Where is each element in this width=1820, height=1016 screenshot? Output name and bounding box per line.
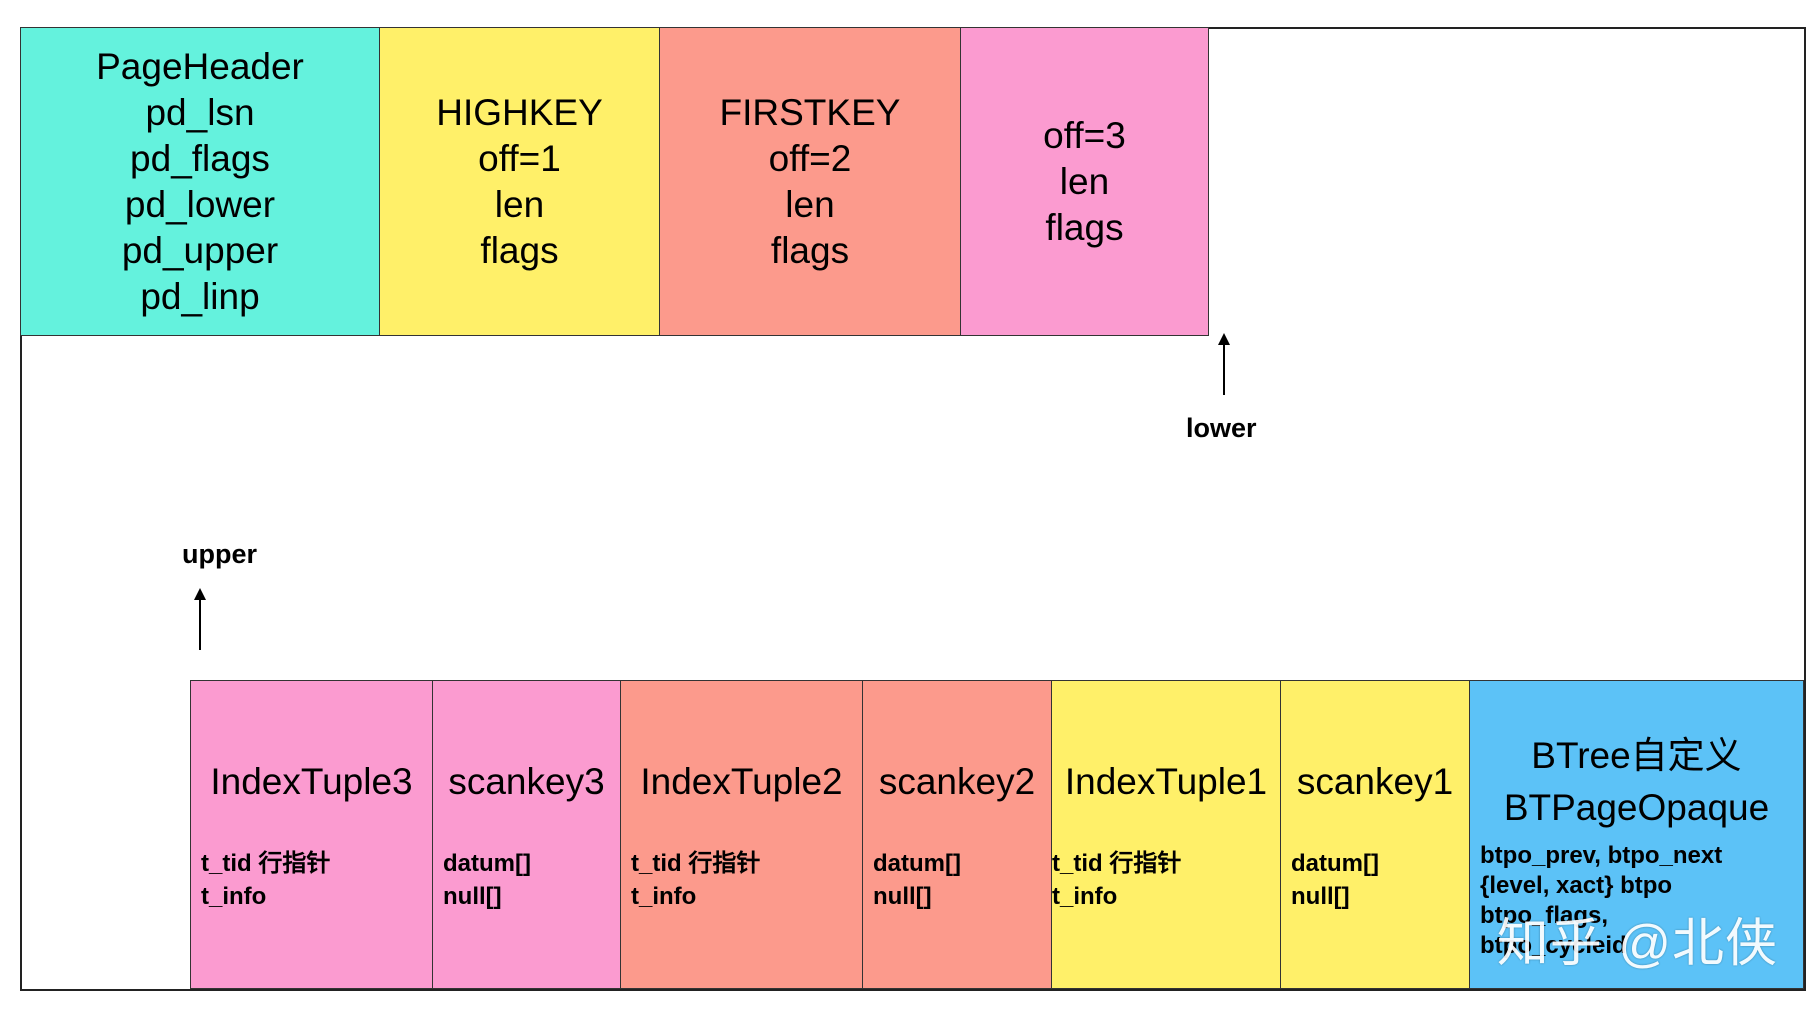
datum-label: datum[]	[1291, 850, 1379, 877]
index-tuple3-fields: t_tid 行指针 t_info	[201, 847, 428, 913]
firstkey-cell: FIRSTKEY off=2 len flags	[659, 27, 961, 336]
index-tuple2-fields: t_tid 行指针 t_info	[631, 847, 858, 913]
null-label: null[]	[873, 883, 932, 910]
upper-label: upper	[182, 539, 258, 569]
pd-upper-label: pd_upper	[121, 229, 279, 271]
scankey3-cell: scankey3 datum[] null[]	[432, 680, 621, 989]
scankey2-fields: datum[] null[]	[873, 847, 1047, 913]
btpage-opaque-title: BTPageOpaque	[1503, 787, 1770, 828]
lower-label: lower	[1186, 413, 1257, 443]
item3-offset: off=3	[1043, 114, 1126, 156]
page-header-title: PageHeader	[96, 45, 304, 87]
btpo-cycleid-label: btpo_cycleid	[1480, 932, 1627, 959]
upper-arrow	[194, 588, 206, 650]
item3-len: len	[1059, 160, 1110, 202]
index-tuple1-title: IndexTuple1	[1064, 761, 1268, 802]
highkey-offset: off=1	[478, 137, 561, 179]
highkey-cell: HIGHKEY off=1 len flags	[379, 27, 660, 336]
btpo-flags-label: btpo_flags,	[1480, 902, 1609, 929]
pd-linp-label: pd_linp	[140, 275, 260, 317]
pd-lower-label: pd_lower	[124, 183, 276, 225]
t-info-label: t_info	[1052, 883, 1118, 910]
firstkey-len: len	[785, 183, 835, 225]
scankey1-title: scankey1	[1296, 761, 1454, 802]
datum-label: datum[]	[443, 850, 531, 877]
scankey1-cell: scankey1 datum[] null[]	[1280, 680, 1470, 989]
item3-flags: flags	[1045, 206, 1124, 248]
btpo-level-xact-label: {level, xact} btpo	[1480, 872, 1673, 899]
index-tuple3-cell: IndexTuple3 t_tid 行指针 t_info	[190, 680, 433, 989]
page-header-cell: PageHeader pd_lsn pd_flags pd_lower pd_u…	[20, 27, 380, 336]
t-info-label: t_info	[201, 883, 267, 910]
btpage-opaque-cell: BTree自定义 BTPageOpaque btpo_prev, btpo_ne…	[1469, 680, 1804, 989]
index-tuple2-title: IndexTuple2	[640, 761, 843, 802]
btpo-prev-next-label: btpo_prev, btpo_next	[1480, 842, 1723, 869]
null-label: null[]	[443, 883, 502, 910]
index-tuple2-cell: IndexTuple2 t_tid 行指针 t_info	[620, 680, 863, 989]
zhihu-watermark: 知乎 @北侠	[1496, 915, 1778, 973]
highkey-len: len	[494, 183, 545, 225]
scankey3-title: scankey3	[448, 761, 605, 802]
btpage-opaque-fields: btpo_prev, btpo_next {level, xact} btpo …	[1480, 841, 1799, 961]
t-info-label: t_info	[631, 883, 697, 910]
index-tuple3-title: IndexTuple3	[210, 761, 413, 802]
t-tid-label: t_tid 行指针	[1052, 850, 1182, 877]
highkey-flags: flags	[480, 229, 559, 271]
t-tid-label: t_tid 行指针	[631, 850, 761, 877]
scankey1-fields: datum[] null[]	[1291, 847, 1465, 913]
firstkey-flags: flags	[770, 229, 850, 271]
highkey-title: HIGHKEY	[436, 91, 603, 133]
index-tuple1-cell: IndexTuple1 t_tid 行指针 t_info	[1051, 680, 1281, 989]
item3-pointer-cell: off=3 len flags	[960, 27, 1209, 336]
t-tid-label: t_tid 行指针	[201, 850, 331, 877]
scankey2-title: scankey2	[878, 761, 1036, 802]
scankey2-cell: scankey2 datum[] null[]	[862, 680, 1052, 989]
btree-custom-title: BTree自定义	[1531, 735, 1742, 776]
pd-flags-label: pd_flags	[130, 137, 270, 179]
scankey3-fields: datum[] null[]	[443, 847, 616, 913]
pd-lsn-label: pd_lsn	[145, 91, 255, 133]
index-tuple1-fields: t_tid 行指针 t_info	[1052, 847, 1276, 913]
firstkey-offset: off=2	[768, 137, 852, 179]
null-label: null[]	[1291, 883, 1350, 910]
datum-label: datum[]	[873, 850, 961, 877]
lower-arrow	[1218, 333, 1230, 395]
firstkey-title: FIRSTKEY	[719, 91, 901, 133]
